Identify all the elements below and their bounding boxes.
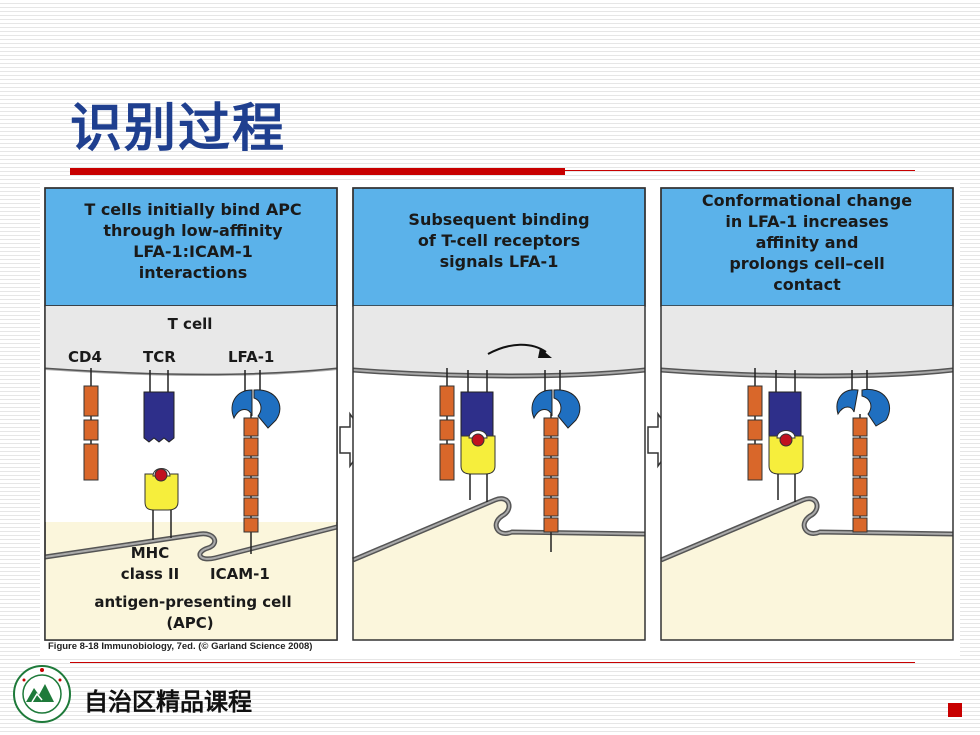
lfa-1-shift-arrow xyxy=(487,343,547,355)
panel-3-header-line-2: in LFA-1 increases xyxy=(725,212,888,231)
icam-1-molecule xyxy=(852,414,868,533)
panel-1-header-line-2: through low-affinity xyxy=(103,221,283,240)
footer-course-label: 自治区精品课程 xyxy=(84,688,252,716)
mhc-class-ii-molecule xyxy=(768,430,804,502)
panel-2-header-line-1: Subsequent binding xyxy=(408,210,589,229)
label-t-cell: T cell xyxy=(168,315,213,333)
panel-3: Conformational change in LFA-1 increases… xyxy=(660,187,954,641)
tcr-molecule xyxy=(143,370,175,443)
panel-2: Subsequent binding of T-cell receptors s… xyxy=(352,187,646,641)
panel-1: T cells initially bind APC through low-a… xyxy=(44,187,338,641)
figure-lfa1-activation: T cells initially bind APC through low-a… xyxy=(40,182,960,656)
lfa-1-molecule-open xyxy=(836,370,891,427)
label-apc-line-1: antigen-presenting cell xyxy=(94,593,291,611)
panel-1-header-line-4: interactions xyxy=(139,263,248,282)
panel-1-header-line-3: LFA-1:ICAM-1 xyxy=(133,242,253,261)
label-icam-1: ICAM-1 xyxy=(210,565,270,583)
panel-2-header-line-3: signals LFA-1 xyxy=(440,252,559,271)
mhc-class-ii-molecule xyxy=(144,468,179,540)
label-tcr: TCR xyxy=(143,348,176,366)
figure-caption: Figure 8-18 Immunobiology, 7ed. (© Garla… xyxy=(48,641,313,652)
label-mhc: MHC xyxy=(131,544,170,562)
icam-1-molecule xyxy=(543,414,559,552)
panel-3-header-line-3: affinity and xyxy=(756,233,859,252)
mhc-class-ii-molecule xyxy=(460,430,496,502)
lfa-1-molecule xyxy=(531,370,581,429)
panel-3-header-line-1: Conformational change xyxy=(702,191,912,210)
lfa-1-molecule xyxy=(231,370,281,429)
footer-divider xyxy=(70,662,915,663)
university-logo-icon xyxy=(12,664,72,724)
panel-2-header-line-2: of T-cell receptors xyxy=(418,231,580,250)
label-class-ii: class II xyxy=(121,565,179,583)
label-apc-line-2: (APC) xyxy=(166,614,213,632)
label-cd4: CD4 xyxy=(68,348,102,366)
title-underline-thin xyxy=(565,170,915,171)
label-lfa-1: LFA-1 xyxy=(228,348,274,366)
corner-square-icon xyxy=(948,703,962,717)
panel-3-header-line-5: contact xyxy=(773,275,841,294)
slide-title: 识别过程 xyxy=(70,99,287,159)
title-underline xyxy=(70,168,565,175)
panel-3-header-line-4: prolongs cell–cell xyxy=(729,254,884,273)
panel-1-header-line-1: T cells initially bind APC xyxy=(84,200,301,219)
icam-1-molecule xyxy=(243,414,259,554)
